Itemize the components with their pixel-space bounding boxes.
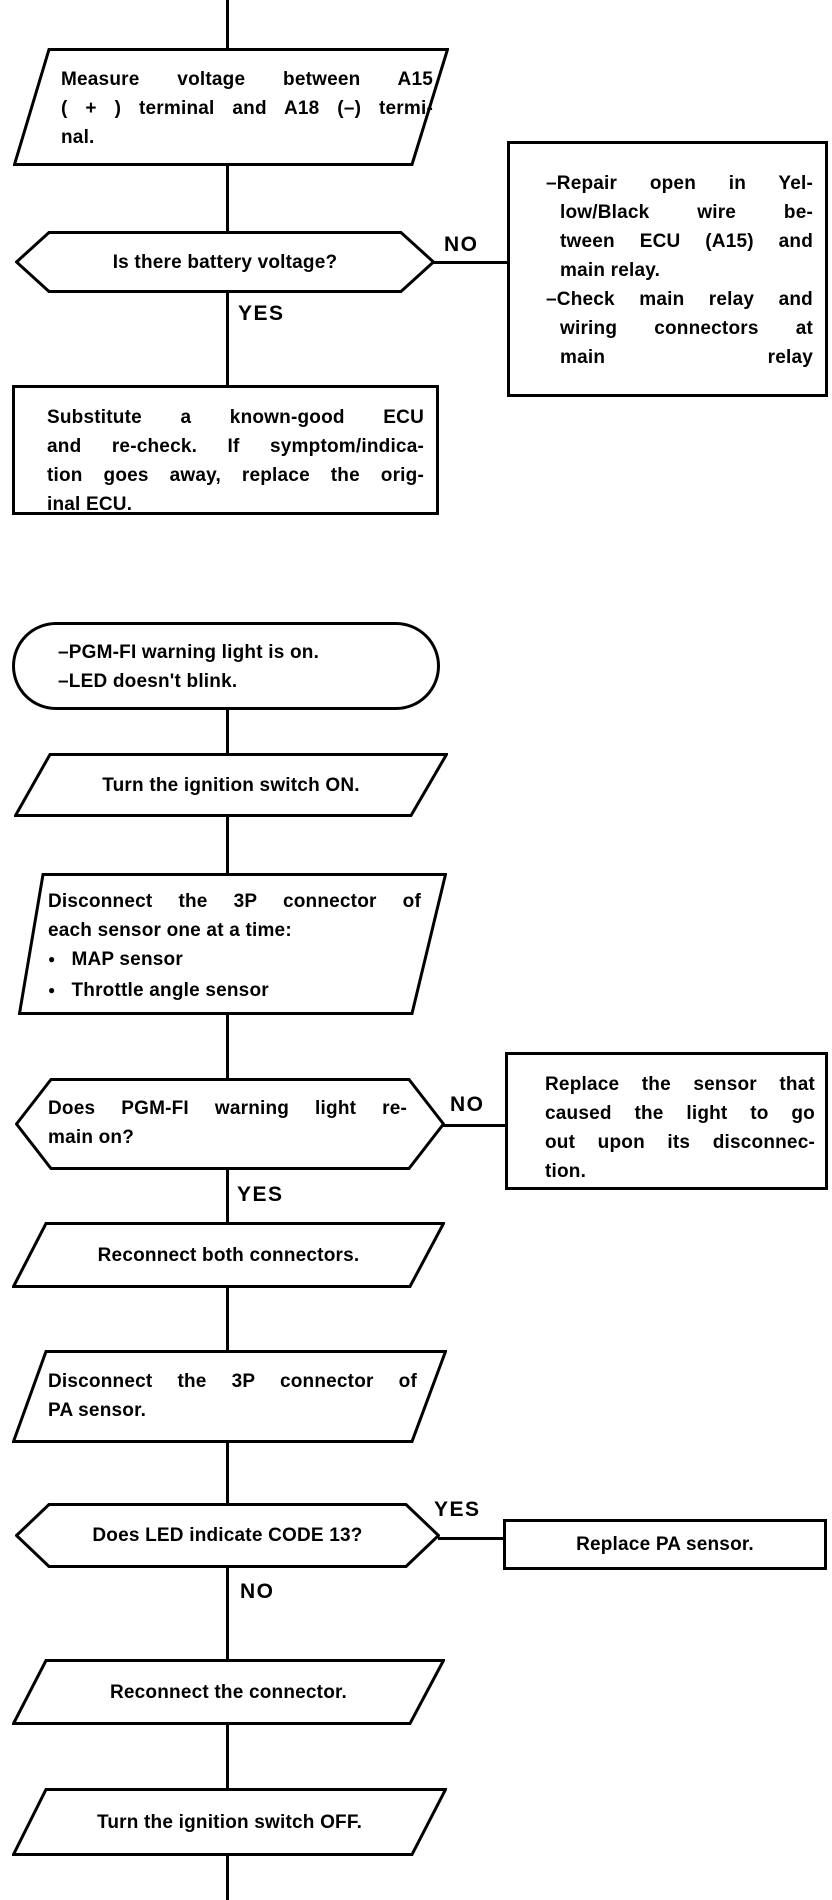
decision-light-remains: Does PGM-FI warning light re- main on? (15, 1078, 445, 1170)
connector-line (226, 708, 229, 755)
node-text-line: main on? (48, 1127, 135, 1148)
action-replace-sensor: Replace the sensor that caused the light… (505, 1052, 828, 1190)
node-text-line: Turn the ignition switch OFF. (96, 1811, 363, 1833)
step-ignition-off: Turn the ignition switch OFF. (12, 1788, 447, 1856)
node-text-line: Does LED indicate CODE 13? (92, 1525, 363, 1546)
bullet-icon: ● (48, 983, 56, 997)
node-text-line: Turn the ignition switch ON. (102, 774, 360, 796)
connector-line (226, 1566, 229, 1661)
connector-line (226, 291, 229, 387)
parallelogram-shape (18, 873, 447, 1015)
parallelogram-shape (13, 48, 449, 166)
parallelogram-shape (14, 753, 448, 817)
node-text-line: PA sensor. (48, 1400, 147, 1421)
action-repair-open-wire: –Repair open in Yel- low/Black wire be- … (507, 141, 828, 397)
node-text-line: tween ECU (A15) and (560, 231, 813, 252)
connector-line-no-branch (443, 1124, 507, 1127)
hexagon-shape (15, 231, 435, 293)
node-text-line: Disconnect the 3P connector of (48, 1371, 417, 1392)
node-text-line: main relay. (560, 260, 661, 281)
node-text-line: low/Black wire be- (560, 202, 813, 223)
edge-label-yes: YES (238, 302, 285, 325)
hexagon-shape (15, 1503, 440, 1568)
node-text-line: Is there battery voltage? (112, 251, 338, 273)
parallelogram-shape (12, 1222, 445, 1288)
node-text-line: inal ECU. (47, 494, 133, 515)
edge-label-no: NO (240, 1580, 275, 1603)
edge-label-yes: YES (237, 1183, 284, 1206)
node-text-line: nal. (61, 127, 95, 148)
step-ignition-on: Turn the ignition switch ON. (14, 753, 448, 817)
node-text-line: ( + ) terminal and A18 (–) termi- (61, 98, 433, 119)
node-text-line: Substitute a known-good ECU (47, 407, 424, 428)
edge-label-no: NO (444, 233, 479, 256)
start-symptom-node: –PGM-FI warning light is on. –LED doesn'… (12, 622, 440, 710)
parallelogram-shape (12, 1659, 445, 1725)
node-text-line: Replace the sensor that (545, 1074, 815, 1095)
node-text-line: Reconnect both connectors. (97, 1244, 360, 1266)
decision-battery-voltage: Is there battery voltage? (15, 231, 435, 293)
connector-line (226, 815, 229, 875)
node-text-line: Throttle angle sensor (71, 980, 269, 1001)
node-text-line: tion. (545, 1161, 587, 1182)
connector-line (226, 1854, 229, 1900)
connector-line (226, 1013, 229, 1080)
parallelogram-shape (12, 1350, 447, 1443)
node-text-line: MAP sensor (71, 949, 183, 970)
node-text-line: –PGM-FI warning light is on. (58, 642, 320, 663)
action-replace-pa-sensor: Replace PA sensor. (503, 1519, 827, 1570)
node-text-line: tion goes away, replace the orig- (47, 465, 424, 486)
node-text-line: Reconnect the connector. (109, 1681, 348, 1703)
node-text-line: –Check main relay and (546, 289, 813, 310)
bullet-row: ● Throttle angle sensor (48, 976, 421, 1007)
node-text-line: main relay (560, 347, 813, 368)
node-text-line: caused the light to go (545, 1103, 815, 1124)
action-substitute-ecu: Substitute a known-good ECU and re-check… (12, 385, 439, 515)
decision-code-13: Does LED indicate CODE 13? (15, 1503, 440, 1568)
connector-line (226, 1286, 229, 1352)
step-reconnect-connector: Reconnect the connector. (12, 1659, 445, 1725)
node-text-line: Measure voltage between A15 (61, 69, 433, 90)
node-text-line: Replace PA sensor. (576, 1533, 754, 1555)
node-text-line: –Repair open in Yel- (546, 173, 813, 194)
step-disconnect-sensors: Disconnect the 3P connector of each sens… (18, 873, 447, 1015)
step-reconnect-both: Reconnect both connectors. (12, 1222, 445, 1288)
connector-line-no-branch (433, 261, 509, 264)
node-text-line: wiring connectors at (560, 318, 813, 339)
connector-line (226, 1441, 229, 1505)
bullet-row: ● MAP sensor (48, 945, 421, 976)
connector-line (226, 1168, 229, 1224)
node-text-line: and re-check. If symptom/indica- (47, 436, 424, 457)
bullet-icon: ● (48, 952, 56, 966)
node-text-line: each sensor one at a time: (48, 920, 292, 941)
edge-label-yes: YES (434, 1498, 481, 1521)
node-text-line: –LED doesn't blink. (58, 671, 238, 692)
hexagon-shape (15, 1078, 445, 1170)
connector-line (226, 164, 229, 233)
step-measure-voltage: Measure voltage between A15 ( + ) termin… (13, 48, 449, 166)
step-disconnect-pa: Disconnect the 3P connector of PA sensor… (12, 1350, 447, 1443)
connector-line (226, 0, 229, 50)
connector-line (226, 1723, 229, 1790)
node-text-line: Disconnect the 3P connector of (48, 891, 421, 912)
edge-label-no: NO (450, 1093, 485, 1116)
node-text-line: out upon its disconnec- (545, 1132, 815, 1153)
parallelogram-shape (12, 1788, 447, 1856)
connector-line-yes-branch (438, 1537, 505, 1540)
node-text-line: Does PGM-FI warning light re- (48, 1098, 407, 1119)
